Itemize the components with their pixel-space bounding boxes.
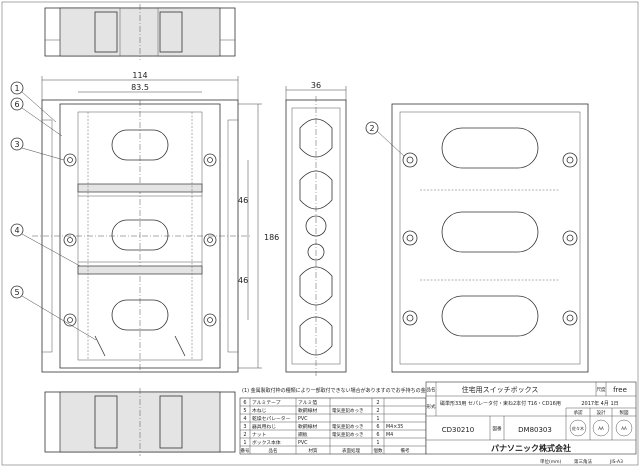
part-2-material: 鋼板 xyxy=(298,431,308,438)
callout-5: 5 xyxy=(14,288,19,297)
callout-4: 4 xyxy=(14,226,19,235)
stamp-1 xyxy=(569,419,587,437)
part-5-finish: 電気亜鉛めっき xyxy=(332,407,364,414)
parts-col-material: 材質 xyxy=(309,447,318,454)
dim-top-width: 114 xyxy=(132,71,147,80)
front-view xyxy=(32,99,250,373)
part-2-finish: 電気亜鉛めっき xyxy=(332,431,364,438)
stamp-1-text: 佐々木 xyxy=(572,425,584,431)
footer-standard: JIS-A3 xyxy=(609,459,623,465)
footer-units: 単位(mm) xyxy=(540,458,562,465)
parts-col-finish: 表面処理 xyxy=(342,447,360,454)
drawing-number: DM80303 xyxy=(518,426,552,434)
part-4-no: 4 xyxy=(243,416,246,422)
part-2-note: M4 xyxy=(386,432,393,438)
part-5-qty: 2 xyxy=(376,408,379,414)
callout-2: 2 xyxy=(369,124,374,133)
title-info xyxy=(425,381,637,455)
part-5-name: 木ねじ xyxy=(252,407,267,414)
callout-3: 3 xyxy=(14,140,19,149)
part-6-qty: 2 xyxy=(376,400,379,406)
part-3-qty: 6 xyxy=(376,424,379,430)
parts-col-name: 品名 xyxy=(269,447,278,454)
stamp-3-text: AA xyxy=(621,426,627,431)
part-5-material: 軟鋼線材 xyxy=(298,407,317,414)
note-text: (1) 金属製取付枠の種類により一部取付できない場合がありますのでお手持ちの金属… xyxy=(242,387,525,394)
parts-col-qty: 個数 xyxy=(374,447,383,454)
part-4-name: 乾燥セパレーター xyxy=(252,415,291,422)
callouts-left: 1 6 3 4 5 xyxy=(10,81,97,341)
bottom-view xyxy=(44,388,236,456)
scale-value: free xyxy=(613,386,627,394)
name-label: 品名 xyxy=(427,386,436,393)
top-view xyxy=(44,4,236,60)
part-2-qty: 6 xyxy=(376,432,379,438)
footer-projection: 第三角法 xyxy=(574,458,592,465)
product-name: 住宅用スイッチボックス xyxy=(462,385,539,394)
part-5-no: 5 xyxy=(243,408,246,414)
dim-pitch-upper: 46 xyxy=(238,196,248,205)
spec-text: 磁単形33用 セパレータ付・束ね2本付 T16・CD16用 xyxy=(440,400,561,407)
callout-6: 6 xyxy=(14,100,19,109)
part-1-qty: 1 xyxy=(376,440,379,446)
dim-inner-width: 83.5 xyxy=(131,83,149,92)
part-6-material: アルミ箔 xyxy=(298,399,317,406)
part-4-material: PVC xyxy=(298,416,308,422)
part-3-no: 3 xyxy=(243,424,246,430)
parts-col-note: 備考 xyxy=(401,447,410,454)
date-text: 2017年 4月 1日 xyxy=(581,400,618,407)
parts-col-no: 番号 xyxy=(241,447,250,454)
approval-2: 設計 xyxy=(597,409,606,416)
part-3-finish: 電気亜鉛めっき xyxy=(332,423,364,430)
part-2-no: 2 xyxy=(243,432,246,438)
model-number: CD30210 xyxy=(442,426,475,434)
rear-view: 2 xyxy=(365,103,589,373)
front-dimensions: 114 83.5 186 46 46 xyxy=(41,71,279,369)
scale-label: 尺度 xyxy=(597,386,606,393)
dim-height-total: 186 xyxy=(264,233,279,242)
stamp-3 xyxy=(615,419,633,437)
part-3-material: 軟鋼線材 xyxy=(298,423,317,430)
part-6-no: 6 xyxy=(243,400,246,406)
part-3-note: M4×35 xyxy=(386,424,403,430)
stamp-2-text: AA xyxy=(598,426,604,431)
type-label: 形式 xyxy=(427,403,436,410)
part-3-name: 器具用ねじ xyxy=(252,424,276,430)
drawing-no-label: 図番 xyxy=(493,425,502,432)
dim-side-depth: 36 xyxy=(311,81,321,90)
part-4-qty: 1 xyxy=(376,416,379,422)
approval-3: 製図 xyxy=(620,409,629,416)
dim-pitch-lower: 46 xyxy=(238,276,248,285)
title-block: (1) 金属製取付枠の種類により一部取付できない場合がありますのでお手持ちの金属… xyxy=(239,381,637,465)
part-1-name: ボックス本体 xyxy=(252,439,281,446)
part-1-material: PVC xyxy=(298,440,308,446)
approval-1: 承認 xyxy=(574,409,583,416)
callout-1: 1 xyxy=(14,84,19,93)
part-1-no: 1 xyxy=(243,440,246,446)
stamp-2 xyxy=(592,419,610,437)
part-6-name: アルミテープ xyxy=(252,400,281,406)
company-name: パナソニック株式会社 xyxy=(491,443,571,453)
part-2-name: ナット xyxy=(252,432,267,438)
side-view: 36 xyxy=(285,81,347,376)
